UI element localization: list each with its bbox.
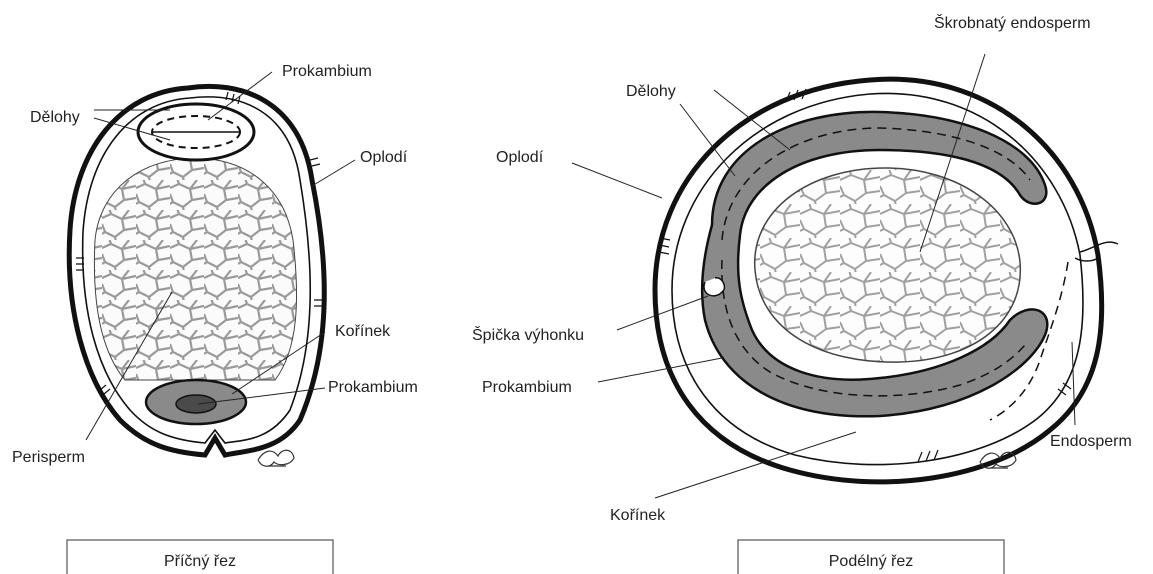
leader-prokambium-long xyxy=(598,358,722,382)
caption-cross: Příčný řez xyxy=(164,553,236,570)
longitudinal-section-drawing: Škrobnatý endosperm Dělohy Oplodí Špička… xyxy=(472,13,1132,574)
leader-spicka-vyhonku xyxy=(617,296,708,330)
label-korinek-cross: Kořínek xyxy=(335,323,391,340)
label-prokambium-bottom: Prokambium xyxy=(328,379,418,396)
label-perisperm: Perisperm xyxy=(12,449,85,466)
leader-endosperm xyxy=(1072,342,1075,425)
cross-perisperm-tissue xyxy=(94,158,296,380)
label-prokambium-top: Prokambium xyxy=(282,63,372,80)
caption-long: Podélný řez xyxy=(829,553,914,570)
label-spicka-vyhonku: Špička výhonku xyxy=(472,325,584,344)
cross-procambium-core xyxy=(176,395,216,413)
leader-oplodi-long xyxy=(572,163,662,198)
cross-artist-monogram xyxy=(258,450,294,466)
cross-section-drawing: Prokambium Dělohy Oplodí Kořínek Prokamb… xyxy=(12,63,418,574)
label-korinek-long: Kořínek xyxy=(610,507,666,524)
leader-korinek-long xyxy=(655,432,856,498)
label-oplodi-cross: Oplodí xyxy=(360,149,408,166)
long-starchy-endosperm xyxy=(755,168,1021,362)
label-delohy-long: Dělohy xyxy=(626,83,676,100)
label-delohy-cross: Dělohy xyxy=(30,109,80,126)
label-skrobnaty-endosperm: Škrobnatý endosperm xyxy=(934,13,1091,32)
label-prokambium-long: Prokambium xyxy=(482,379,572,396)
label-oplodi-long: Oplodí xyxy=(496,149,544,166)
leader-delohy-long-2 xyxy=(680,104,735,176)
label-endosperm: Endosperm xyxy=(1050,433,1132,450)
